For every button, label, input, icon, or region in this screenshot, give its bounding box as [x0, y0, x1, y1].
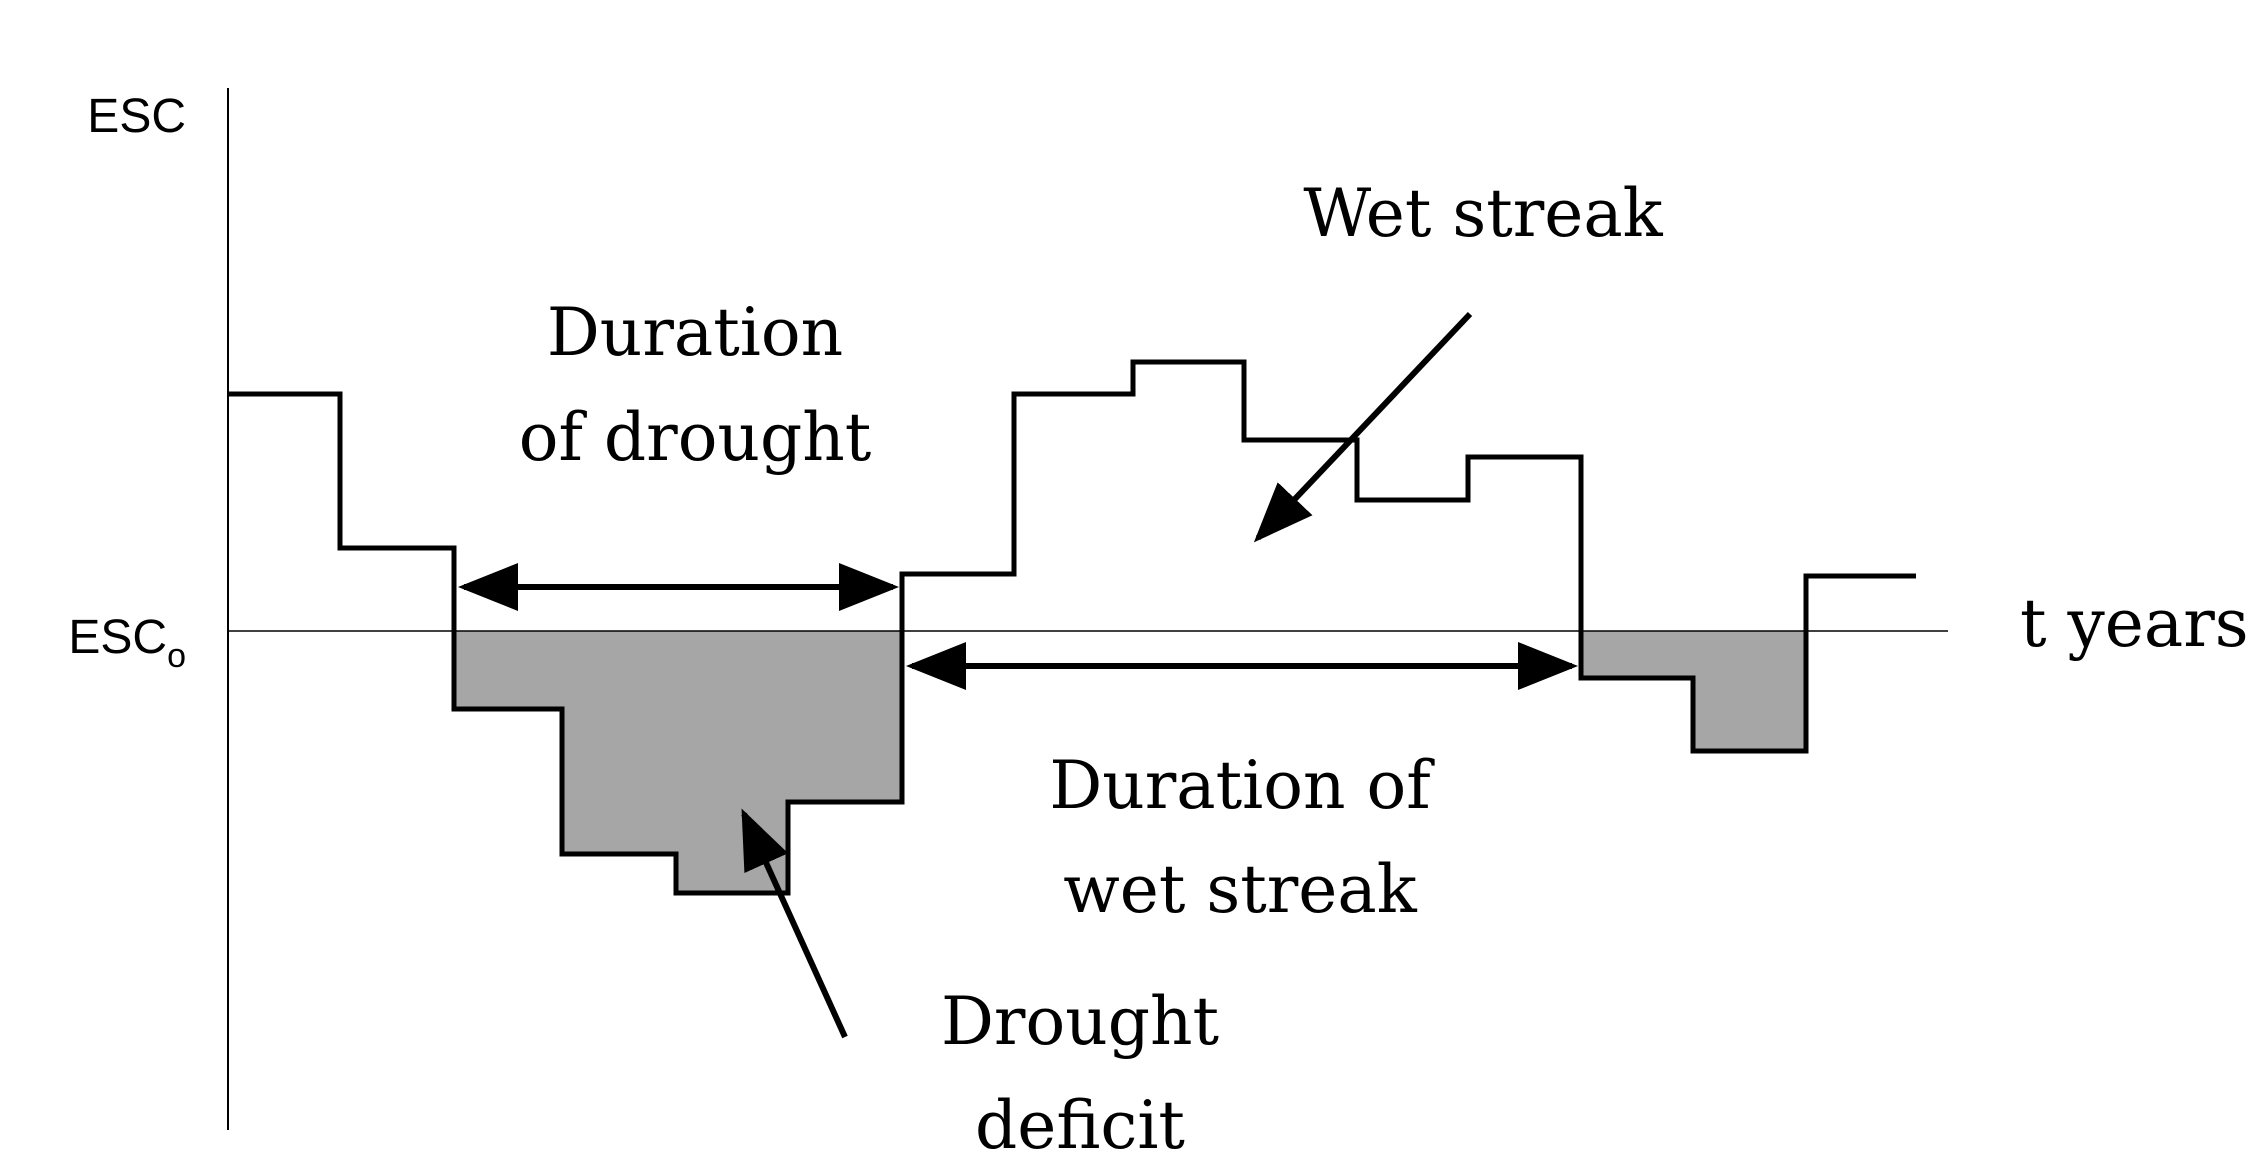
- x-axis-label: t years: [2020, 585, 2249, 662]
- wet-streak-label: Wet streak: [1303, 175, 1663, 252]
- y-axis-label: ESC: [87, 90, 186, 143]
- drought-deficit-label-line2: deficit: [975, 1087, 1185, 1164]
- esc-step-series: [228, 359, 1916, 896]
- threshold-label: ESCo: [68, 611, 186, 675]
- duration-of-drought-label-line1: Duration: [547, 294, 843, 371]
- threshold-label-subscript: o: [167, 637, 186, 675]
- duration-of-wet-streak-label-line2: wet streak: [1063, 851, 1417, 928]
- duration-of-wet-streak-label-line1: Duration of: [1049, 747, 1435, 824]
- drought-deficit-area-1: [454, 631, 902, 893]
- duration-of-drought-label-line2: of drought: [519, 399, 871, 476]
- drought-deficit-label-line1: Drought: [941, 983, 1219, 1060]
- threshold-label-main: ESC: [68, 611, 167, 664]
- wet-streak-arrow: [1253, 311, 1473, 543]
- drought-deficit-arrow: [741, 808, 848, 1039]
